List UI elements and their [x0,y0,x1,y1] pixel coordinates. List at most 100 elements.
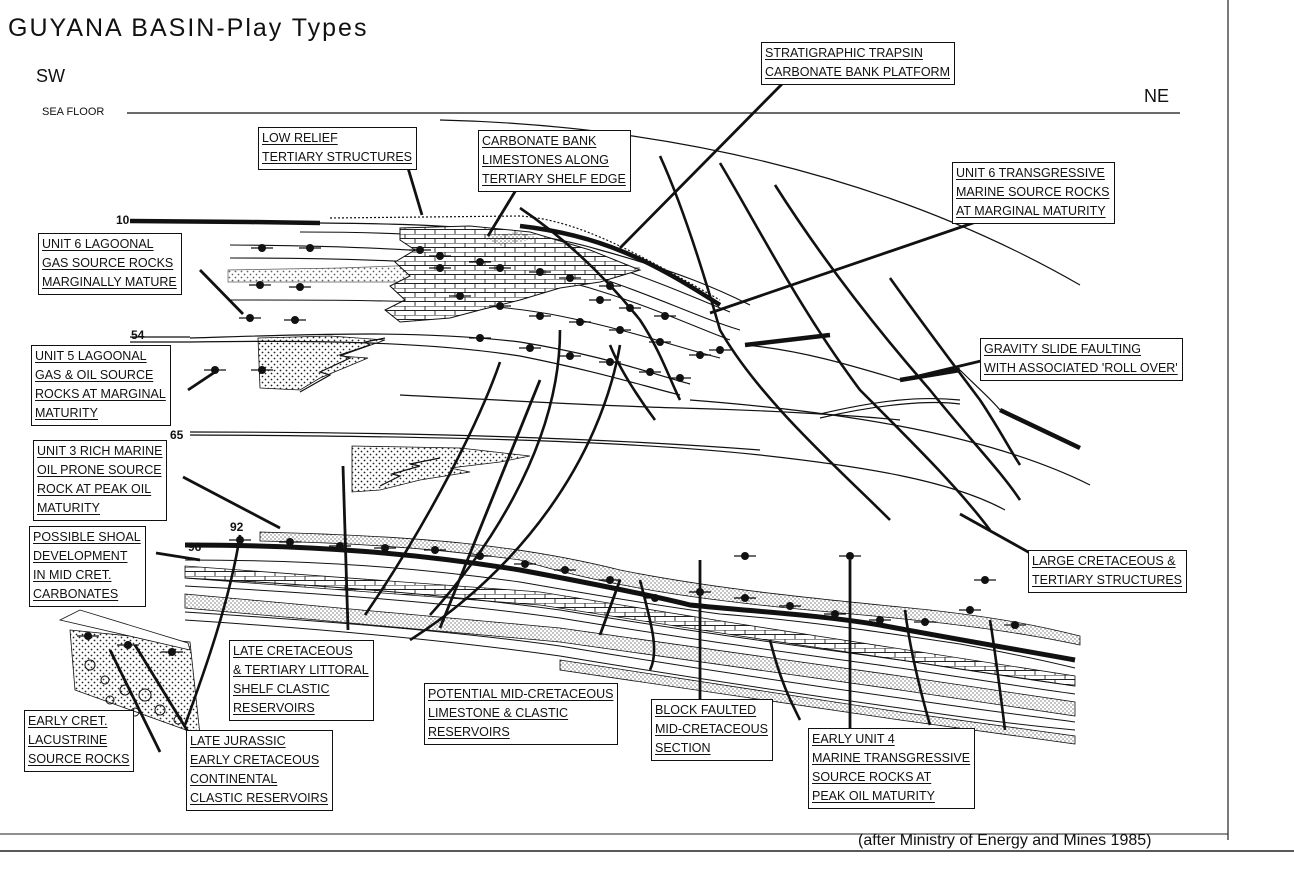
label-line: TERTIARY STRUCTURES [1032,573,1183,587]
source-rock-symbols [77,244,1026,656]
horizon-96-label: 96 [188,540,202,554]
label-line: UNIT 3 RICH MARINE [37,444,163,458]
source-rock-symbol-dot [616,326,624,334]
source-rock-symbol-dot [336,542,344,550]
source-rock-symbol-dot [831,610,839,618]
source-rock-symbol-dot [306,244,314,252]
sw-label: SW [36,66,65,86]
label-unit6-lagoonal: UNIT 6 LAGOONAL GAS SOURCE ROCKS MARGINA… [38,233,182,295]
horizon-54-label: 54 [131,328,145,342]
source-rock-symbol-dot [256,281,264,289]
upper-sequence [129,215,751,396]
source-rock-symbol-dot [536,268,544,276]
source-rock-symbol-dot [521,560,529,568]
label-block-faulted: BLOCK FAULTED MID-CRETACEOUS SECTION [651,699,773,761]
source-rock-symbol-dot [876,616,884,624]
source-rock-symbol-dot [416,246,424,254]
source-rock-symbol-dot [561,566,569,574]
label-line: EARLY UNIT 4 [812,732,895,746]
source-rock-symbol-dot [741,552,749,560]
source-rock-symbol-dot [236,536,244,544]
source-rock-symbol-dot [921,618,929,626]
source-rock-symbol-dot [606,282,614,290]
label-line: ROCK AT PEAK OIL [37,482,152,496]
label-late-cretaceous-littoral: LATE CRETACEOUS & TERTIARY LITTORAL SHEL… [229,640,374,721]
label-line: LIMESTONES ALONG [482,153,609,167]
label-low-relief: LOW RELIEF TERTIARY STRUCTURES [258,127,418,170]
source-credit: (after Ministry of Energy and Mines 1985… [858,832,1152,849]
label-line: WITH ASSOCIATED 'ROLL OVER' [984,361,1178,375]
source-rock-symbol-dot [1011,621,1019,629]
sea-floor-label: SEA FLOOR [42,106,105,118]
figure-title: GUYANA BASIN-Play Types [8,14,369,42]
ne-label: NE [1144,86,1170,106]
source-rock-symbol-dot [606,576,614,584]
source-rock-symbol-dot [626,304,634,312]
label-line: MATURITY [35,406,98,420]
source-rock-symbol-dot [566,352,574,360]
source-rock-symbol-dot [168,648,176,656]
source-rock-symbol-dot [124,641,132,649]
label-line: GAS & OIL SOURCE [35,368,154,382]
source-rock-symbol-dot [211,366,219,374]
leader-lines [108,79,1031,753]
label-line: UNIT 6 LAGOONAL [42,237,154,251]
label-potential-mid-cretaceous: POTENTIAL MID-CRETACEOUS LIMESTONE & CLA… [424,683,619,745]
source-rock-symbol-dot [651,594,659,602]
frame [0,0,1294,852]
label-line: SECTION [655,741,711,755]
label-line: BLOCK FAULTED [655,703,757,717]
label-line: AT MARGINAL MATURITY [956,204,1106,218]
label-late-jurassic: LATE JURASSIC EARLY CRETACEOUS CONTINENT… [186,730,334,811]
label-line: CARBONATE BANK PLATFORM [765,65,950,79]
source-rock-symbol-dot [696,351,704,359]
label-line: OIL PRONE SOURCE [37,463,162,477]
horizon-65-label: 65 [170,428,184,442]
label-gravity-slide: GRAVITY SLIDE FAULTING WITH ASSOCIATED '… [980,338,1183,381]
source-rock-symbol-dot [431,546,439,554]
label-shoal: POSSIBLE SHOAL DEVELOPMENT IN MID CRET. … [29,526,146,607]
source-rock-symbol-dot [246,314,254,322]
shelf-edge-unit [519,223,1081,451]
source-rock-symbol-dot [258,366,266,374]
source-rock-symbol-dot [291,316,299,324]
label-line: LARGE CRETACEOUS & [1032,554,1176,568]
horizon-10-label: 10 [116,213,130,227]
source-rock-symbol-dot [646,368,654,376]
label-line: LACUSTRINE [28,733,108,747]
source-rock-symbol-dot [296,283,304,291]
source-rock-symbol-dot [846,552,854,560]
source-rock-symbol-dot [436,264,444,272]
label-line: & TERTIARY LITTORAL [233,663,369,677]
source-rock-symbol-dot [84,632,92,640]
label-line: MARGINALLY MATURE [42,275,177,289]
label-large-cretaceous: LARGE CRETACEOUS & TERTIARY STRUCTURES [1028,550,1188,593]
source-rock-symbol-dot [576,318,584,326]
label-line: IN MID CRET. [33,568,112,582]
label-line: PEAK OIL MATURITY [812,789,935,803]
source-rock-symbol-dot [786,602,794,610]
label-line: MARINE SOURCE ROCKS [956,185,1110,199]
label-line: LATE CRETACEOUS [233,644,353,658]
label-line: POSSIBLE SHOAL [33,530,141,544]
source-rock-symbol-dot [596,296,604,304]
cretaceous-sequence [184,531,1081,745]
label-unit6-transgressive: UNIT 6 TRANSGRESSIVE MARINE SOURCE ROCKS… [952,162,1115,224]
source-rock-symbol-dot [496,264,504,272]
label-stratigraphic-traps: STRATIGRAPHIC TRAPSIN CARBONATE BANK PLA… [761,42,955,85]
label-line: POTENTIAL MID-CRETACEOUS [428,687,614,701]
source-rock-symbol-dot [741,594,749,602]
label-line: SHELF CLASTIC [233,682,330,696]
source-rock-symbol-dot [676,374,684,382]
source-rock-symbol-dot [286,538,294,546]
label-line: CONTINENTAL [190,772,278,786]
label-line: SOURCE ROCKS [28,752,130,766]
label-line: MID-CRETACEOUS [655,722,768,736]
label-line: TERTIARY STRUCTURES [262,150,413,164]
label-early-unit4: EARLY UNIT 4 MARINE TRANSGRESSIVE SOURCE… [808,728,976,809]
label-line: GRAVITY SLIDE FAULTING [984,342,1141,356]
label-line: UNIT 5 LAGOONAL [35,349,147,363]
source-rock-symbol-dot [536,312,544,320]
